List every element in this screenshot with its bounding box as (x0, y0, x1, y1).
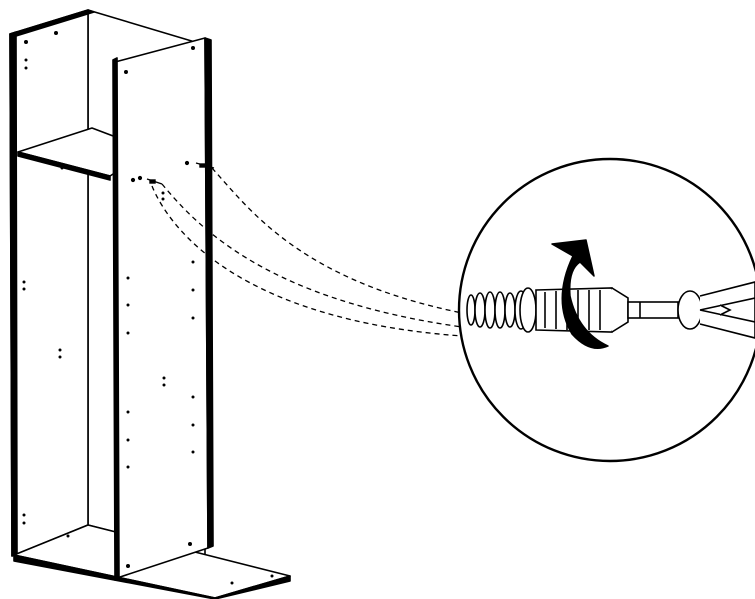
magnified-circle-icon (457, 157, 755, 463)
top-edge (9, 9, 95, 37)
right-side-panel (114, 37, 209, 579)
dowel-thread (466, 287, 537, 333)
shelf-front-edge (17, 151, 111, 181)
wardrobe-carcass-icon (9, 9, 291, 599)
left-side-panel (9, 9, 89, 557)
screwdriver-icon (627, 280, 755, 340)
cam-dowel-icon (130, 160, 215, 185)
right-side-panel-front-edge (112, 57, 120, 581)
connector-lines (151, 167, 463, 337)
rotate-arrow-icon (551, 239, 609, 349)
left-side-panel-edge (9, 31, 18, 557)
panel-holes (22, 31, 274, 585)
cam-head (535, 287, 629, 333)
bottom-panel-front-edge (13, 554, 291, 599)
